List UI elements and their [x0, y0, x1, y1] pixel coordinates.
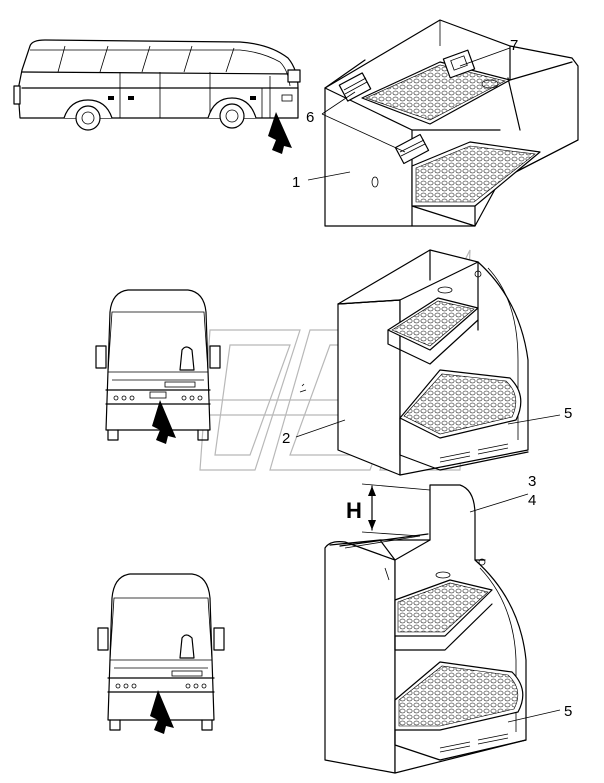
- callout-3: 3: [528, 473, 536, 490]
- callout-5-upper: 5: [564, 405, 572, 422]
- callout-2: 2: [282, 430, 290, 447]
- callout-6: 6: [306, 109, 314, 126]
- step-assembly-bottom: [324, 483, 527, 774]
- side-entry-arrow-icon: [268, 112, 292, 154]
- callout-5-lower: 5: [564, 703, 572, 720]
- bus-front-view-2: [97, 573, 225, 734]
- callout-4: 4: [528, 492, 536, 509]
- height-dimension-label: H: [346, 498, 362, 523]
- bus-front-view-1: [95, 289, 221, 444]
- front-entry-arrow-icon-2: [150, 690, 174, 734]
- leader-lines: [295, 47, 561, 723]
- step-assembly-middle: [299, 249, 529, 476]
- bus-side-view: [13, 39, 301, 154]
- callout-7: 7: [510, 37, 518, 54]
- front-entry-arrow-icon: [152, 400, 176, 444]
- step-assembly-top: [324, 19, 579, 227]
- callout-1: 1: [292, 174, 300, 191]
